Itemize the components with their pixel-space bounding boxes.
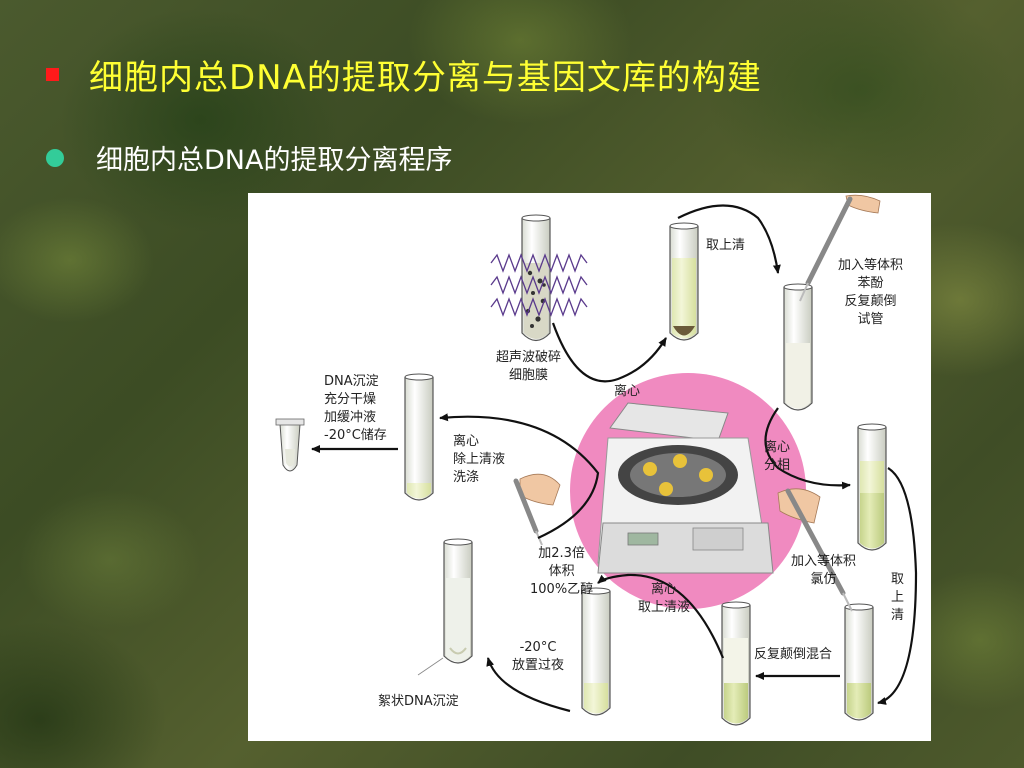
label-store-line2: 充分干燥	[324, 392, 377, 407]
tube-pellet	[669, 222, 699, 341]
pipette-chloroform-icon	[777, 488, 853, 612]
slide-title-row: 细胞内总DNA的提取分离与基因文库的构建	[46, 50, 762, 99]
tube-dna-washed	[404, 373, 434, 501]
label-store-line4: -20°C储存	[324, 428, 387, 443]
label-centrifuge-phase-line1: 离心	[764, 440, 791, 455]
arrow-wash	[439, 413, 600, 540]
label-wash-line3: 洗涤	[453, 470, 480, 485]
label-ethanol: 加2.3倍 体积 100%乙醇	[530, 545, 593, 599]
label-store-line1: DNA沉淀	[324, 374, 379, 389]
label-centrifuge-phase: 离心 分相	[764, 439, 790, 475]
label-chloroform-line2: 氯仿	[810, 572, 837, 587]
label-wash-line2: 除上清液	[453, 452, 506, 467]
diagram-graphics	[275, 194, 918, 726]
circle-bullet-icon	[46, 148, 64, 167]
label-centrifuge-take: 离心 取上清液	[638, 581, 690, 617]
tube-phenol	[783, 283, 813, 411]
label-sonicate: 超声波破碎 细胞膜	[496, 349, 561, 385]
slide-subtitle-row: 细胞内总DNA的提取分离程序	[46, 138, 452, 177]
tube-overnight	[581, 587, 611, 716]
eppendorf-tube-icon	[275, 418, 305, 472]
process-arrows	[311, 204, 918, 713]
slide-subtitle: 细胞内总DNA的提取分离程序	[96, 145, 453, 176]
label-ethanol-line3: 100%乙醇	[530, 582, 594, 597]
tube-chloroform	[844, 603, 874, 721]
label-take-supernatant-vertical: 取 上 清	[891, 571, 904, 625]
label-phenol-line4: 试管	[857, 312, 884, 327]
square-bullet-icon	[46, 68, 59, 81]
tube-invert-mix	[721, 601, 751, 726]
label-phenol-line2: 苯酚	[857, 276, 884, 291]
label-wash-line1: 离心	[453, 434, 480, 449]
dna-extraction-diagram: 超声波破碎 细胞膜 取上清 加入等体积 苯酚 反复颠倒 试管 离心 离心 分相 …	[248, 193, 931, 741]
label-overnight-line2: 放置过夜	[512, 658, 565, 673]
arrow-take-supernatant-bottom	[597, 573, 725, 659]
label-centrifuge: 离心	[614, 384, 641, 399]
label-wash: 离心 除上清液 洗涤	[453, 433, 505, 487]
label-phenol-line1: 加入等体积	[838, 258, 904, 273]
label-take-v3: 清	[891, 608, 905, 623]
label-centrifuge-take-line1: 离心	[651, 582, 678, 597]
label-chloroform: 加入等体积 氯仿	[791, 553, 856, 589]
tube-phase-separation	[857, 423, 887, 551]
label-store: DNA沉淀 充分干燥 加缓冲液 -20°C储存	[324, 373, 387, 445]
label-phenol: 加入等体积 苯酚 反复颠倒 试管	[838, 257, 903, 329]
label-store-line3: 加缓冲液	[324, 410, 377, 425]
centrifuge-icon	[597, 402, 774, 574]
label-ethanol-line1: 加2.3倍	[538, 546, 585, 561]
arrow-to-centrifuge	[551, 322, 667, 383]
label-take-v2: 上	[891, 590, 905, 605]
label-centrifuge-phase-line2: 分相	[764, 458, 791, 473]
arrow-to-phase-separation	[764, 407, 851, 490]
label-flocculent-dna: 絮状DNA沉淀	[378, 694, 459, 709]
label-take-v1: 取	[891, 572, 905, 587]
label-chloroform-line1: 加入等体积	[791, 554, 857, 569]
arrow-take-supernatant-top	[677, 204, 781, 274]
slide-title: 细胞内总DNA的提取分离与基因文库的构建	[89, 58, 762, 98]
label-ethanol-line2: 体积	[548, 564, 575, 579]
label-phenol-line3: 反复颠倒	[844, 294, 897, 309]
label-centrifuge-take-line2: 取上清液	[638, 600, 691, 615]
pipette-phenol-icon	[799, 194, 881, 302]
sonication-waves-icon	[490, 253, 588, 317]
label-overnight: -20°C 放置过夜	[512, 639, 564, 675]
tube-flocculent-dna	[443, 538, 473, 664]
label-invert-mix: 反复颠倒混合	[754, 647, 833, 662]
label-take-supernatant-top: 取上清	[706, 238, 746, 253]
label-overnight-line1: -20°C	[519, 640, 557, 655]
pipette-ethanol-icon	[513, 473, 561, 546]
arrow-take-supernatant-right	[877, 467, 918, 705]
label-sonicate-line2: 细胞膜	[509, 368, 549, 383]
label-sonicate-line1: 超声波破碎	[496, 350, 562, 365]
arrow-overnight	[486, 657, 571, 713]
